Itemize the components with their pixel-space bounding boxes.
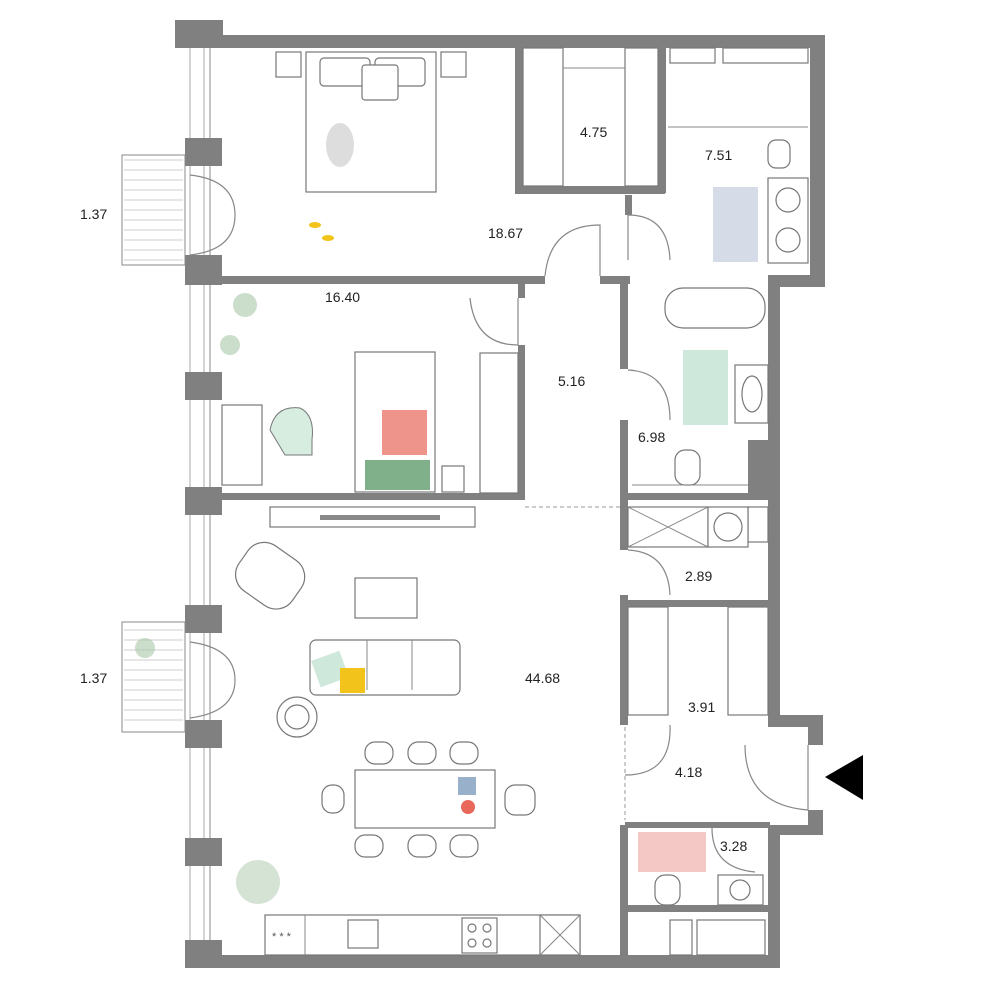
room-area-bedroom-master: 18.67 (488, 225, 523, 241)
room-area-wardrobe-1: 4.75 (580, 124, 607, 140)
dog-illustration (326, 123, 354, 167)
room-area-hall-1: 5.16 (558, 373, 585, 389)
plant (236, 860, 280, 904)
plant (233, 293, 257, 317)
room-area-bathroom-1: 7.51 (705, 147, 732, 163)
balcony-area-top: 1.37 (80, 206, 107, 222)
room-area-wardrobe-2: 3.91 (688, 699, 715, 715)
entrance-arrow-icon (825, 755, 863, 800)
balcony-top (121, 154, 186, 266)
bath-mat (683, 350, 728, 425)
room-area-living-kitchen: 44.68 (525, 670, 560, 686)
dining-table (354, 769, 496, 829)
room-area-bathroom-2: 6.98 (638, 429, 665, 445)
room-area-entrance-hall: 4.18 (675, 764, 702, 780)
slippers (309, 222, 321, 228)
pillow (365, 460, 430, 490)
balcony-area-bottom: 1.37 (80, 670, 107, 686)
walls (175, 20, 825, 968)
kitchen-counter (264, 914, 581, 956)
bath-mat (713, 187, 758, 262)
furniture: * * * (135, 47, 809, 956)
wardrobe (479, 352, 519, 494)
balcony-bottom (121, 621, 186, 733)
picture (354, 577, 418, 619)
armchair (234, 541, 306, 610)
doors (189, 174, 809, 873)
room-area-bedroom-2: 16.40 (325, 289, 360, 305)
wc-mat (638, 832, 706, 872)
room-area-utility: 2.89 (685, 568, 712, 584)
bathtub (664, 287, 766, 329)
room-area-wc: 3.28 (720, 838, 747, 854)
svg-text:* * *: * * * (272, 931, 292, 943)
